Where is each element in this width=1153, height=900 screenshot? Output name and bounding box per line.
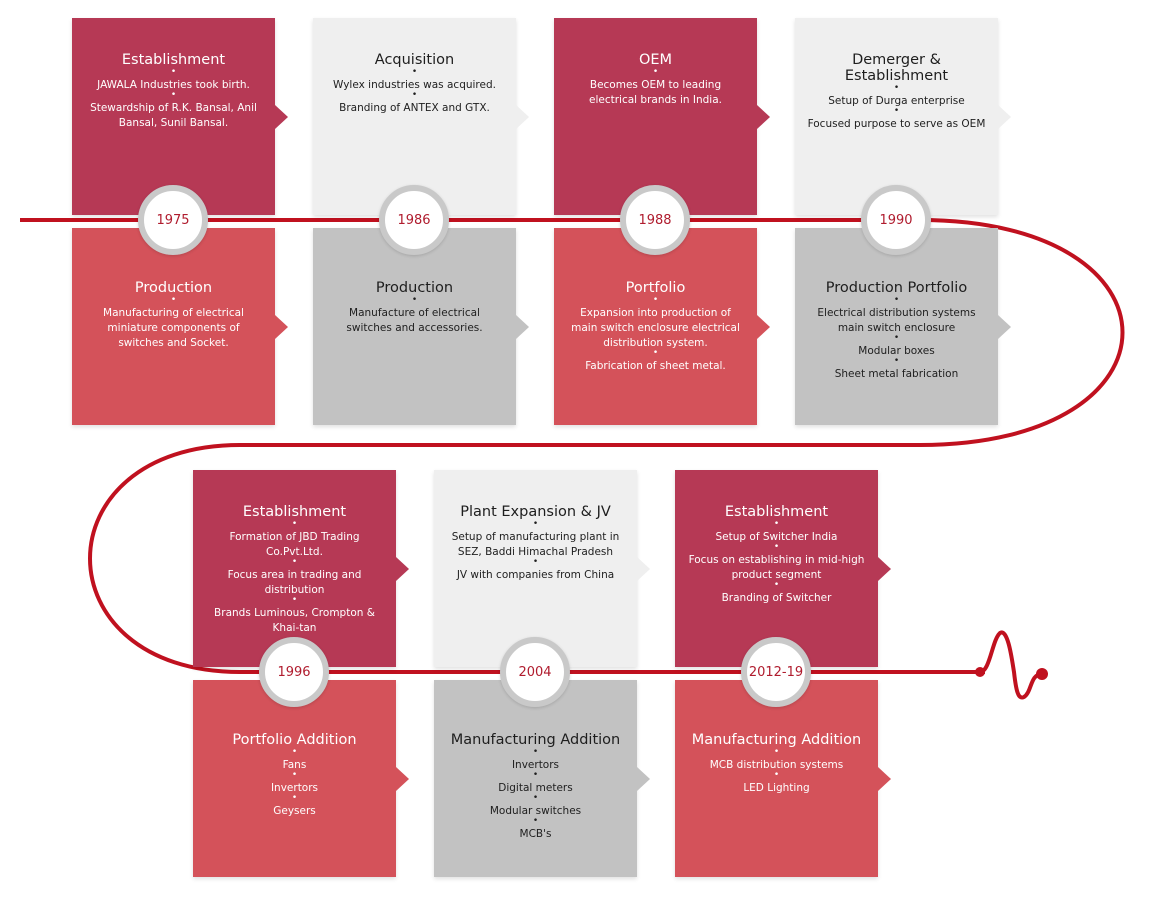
- card-item: Formation of JBD Trading Co.Pvt.Ltd.: [205, 519, 384, 560]
- milestone-card-bottom: PortfolioExpansion into production of ma…: [554, 228, 770, 425]
- card-item-list: Setup of manufacturing plant in SEZ, Bad…: [446, 519, 625, 583]
- timeline-squiggle-dot: [975, 667, 985, 677]
- card-item: Stewardship of R.K. Bansal, Anil Bansal,…: [84, 90, 263, 131]
- card-item: JAWALA Industries took birth.: [84, 67, 263, 93]
- milestone-card-top: EstablishmentJAWALA Industries took birt…: [72, 18, 288, 215]
- card-item: Manufacturing of electrical miniature co…: [84, 295, 263, 351]
- card-item-list: MCB distribution systemsLED Lighting: [710, 747, 844, 796]
- card-item: Becomes OEM to leading electrical brands…: [566, 67, 745, 108]
- card-item-list: Manufacture of electrical switches and a…: [325, 295, 504, 336]
- card-item: Focused purpose to serve as OEM: [808, 106, 986, 132]
- card-item: Electrical distribution systems main swi…: [807, 295, 986, 336]
- year-badge: 2012-19: [741, 637, 811, 707]
- card-title: Plant Expansion & JV: [460, 504, 611, 520]
- card-item-list: FansInvertorsGeysers: [271, 747, 318, 819]
- card-item: Modular boxes: [807, 333, 986, 359]
- card-title: Establishment: [121, 52, 226, 68]
- milestone-card-bottom: Manufacturing AdditionMCB distribution s…: [675, 680, 891, 877]
- milestone-card-top: OEMBecomes OEM to leading electrical bra…: [554, 18, 770, 215]
- card-item: Sheet metal fabrication: [807, 356, 986, 382]
- milestone-card-top: EstablishmentFormation of JBD Trading Co…: [193, 470, 409, 667]
- milestone-card-top: Demerger & EstablishmentSetup of Durga e…: [795, 18, 1011, 215]
- year-badge: 1990: [861, 185, 931, 255]
- card-item: Manufacture of electrical switches and a…: [325, 295, 504, 336]
- milestone-card-bottom: ProductionManufacture of electrical swit…: [313, 228, 529, 425]
- card-item-list: Becomes OEM to leading electrical brands…: [566, 67, 745, 108]
- card-item: Invertors: [490, 747, 582, 773]
- card-item: Modular switches: [490, 793, 582, 819]
- card-item: LED Lighting: [710, 770, 844, 796]
- card-item: Setup of manufacturing plant in SEZ, Bad…: [446, 519, 625, 560]
- card-title: Production Portfolio: [825, 280, 968, 296]
- card-item-list: Electrical distribution systems main swi…: [807, 295, 986, 382]
- card-item: Expansion into production of main switch…: [566, 295, 745, 351]
- card-item-list: Formation of JBD Trading Co.Pvt.Ltd.Focu…: [205, 519, 384, 636]
- card-item: MCB distribution systems: [710, 747, 844, 773]
- milestone-card-bottom: ProductionManufacturing of electrical mi…: [72, 228, 288, 425]
- card-title: Production: [134, 280, 213, 296]
- timeline-end-dot: [1036, 668, 1048, 680]
- year-badge: 2004: [500, 637, 570, 707]
- milestone-card-top: EstablishmentSetup of Switcher IndiaFocu…: [675, 470, 891, 667]
- year-badge: 1975: [138, 185, 208, 255]
- milestone-card-bottom: Manufacturing AdditionInvertorsDigital m…: [434, 680, 650, 877]
- card-item: Setup of Durga enterprise: [808, 83, 986, 109]
- milestone-card-bottom: Production PortfolioElectrical distribut…: [795, 228, 1011, 425]
- card-item: Focus on establishing in mid-high produc…: [687, 542, 866, 583]
- card-item: Setup of Switcher India: [687, 519, 866, 545]
- card-item-list: Manufacturing of electrical miniature co…: [84, 295, 263, 351]
- card-item: Geysers: [271, 793, 318, 819]
- card-item: Wylex industries was acquired.: [333, 67, 496, 93]
- card-item: Digital meters: [490, 770, 582, 796]
- card-item-list: Wylex industries was acquired.Branding o…: [333, 67, 496, 116]
- card-item-list: JAWALA Industries took birth.Stewardship…: [84, 67, 263, 131]
- card-title: Manufacturing Addition: [450, 732, 621, 748]
- card-title: Portfolio: [625, 280, 686, 296]
- card-item: Brands Luminous, Crompton & Khai-tan: [205, 595, 384, 636]
- card-item-list: Setup of Durga enterpriseFocused purpose…: [808, 83, 986, 132]
- card-item-list: Expansion into production of main switch…: [566, 295, 745, 374]
- card-item: Fans: [271, 747, 318, 773]
- card-item-list: Setup of Switcher IndiaFocus on establis…: [687, 519, 866, 606]
- card-title: Establishment: [724, 504, 829, 520]
- year-badge: 1988: [620, 185, 690, 255]
- year-badge: 1986: [379, 185, 449, 255]
- card-title: Acquisition: [374, 52, 455, 68]
- card-item-list: InvertorsDigital metersModular switchesM…: [490, 747, 582, 842]
- milestone-card-bottom: Portfolio AdditionFansInvertorsGeysers: [193, 680, 409, 877]
- card-item: MCB's: [490, 816, 582, 842]
- timeline-line: [20, 218, 1125, 674]
- card-item: Fabrication of sheet metal.: [566, 348, 745, 374]
- card-title: Production: [375, 280, 454, 296]
- card-title: OEM: [638, 52, 673, 68]
- card-title: Manufacturing Addition: [691, 732, 862, 748]
- timeline-squiggle: [978, 630, 1044, 700]
- card-title: Demerger & Establishment: [844, 52, 949, 84]
- milestone-card-top: Plant Expansion & JVSetup of manufacturi…: [434, 470, 650, 667]
- card-item: Focus area in trading and distribution: [205, 557, 384, 598]
- card-title: Portfolio Addition: [232, 732, 357, 748]
- card-item: JV with companies from China: [446, 557, 625, 583]
- year-badge: 1996: [259, 637, 329, 707]
- milestone-card-top: AcquisitionWylex industries was acquired…: [313, 18, 529, 215]
- card-title: Establishment: [242, 504, 347, 520]
- card-item: Invertors: [271, 770, 318, 796]
- card-item: Branding of ANTEX and GTX.: [333, 90, 496, 116]
- card-item: Branding of Switcher: [687, 580, 866, 606]
